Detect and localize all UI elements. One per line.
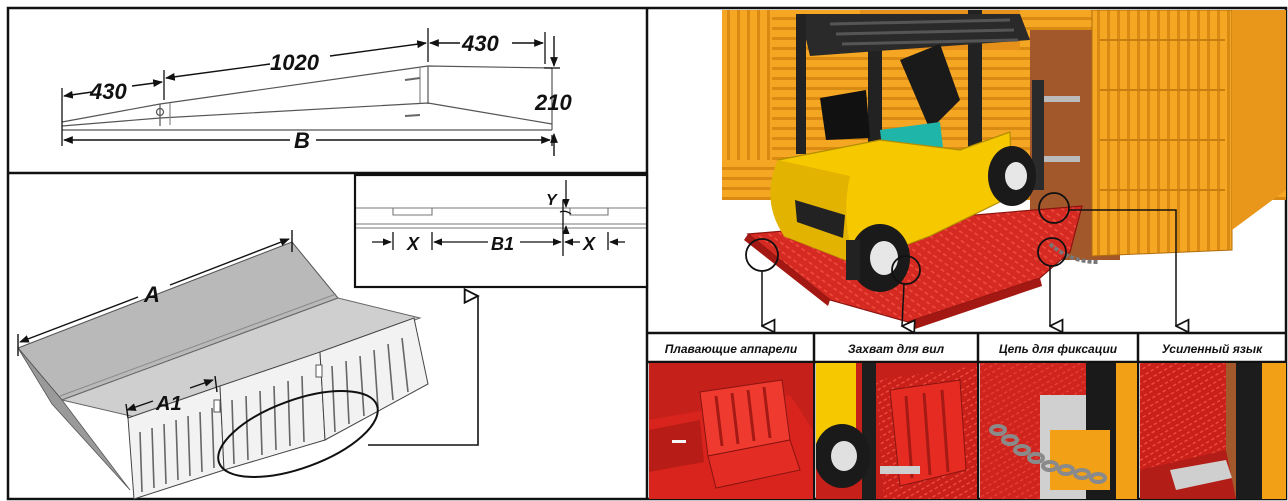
dim-side-total: B [294, 128, 310, 153]
feature-image-reinforced-tongue [1140, 363, 1286, 499]
dim-side-right: 430 [461, 31, 499, 56]
dim-detail-gap-left: X [406, 234, 420, 254]
feature-label-floating-lips: Плавающие аппарели [665, 342, 798, 356]
dim-detail-gap-right: X [582, 234, 596, 254]
feature-label-securing-chain: Цепь для фиксации [999, 342, 1118, 356]
feature-captions: Плавающие аппарели Захват для вил Цепь д… [665, 342, 1263, 356]
dim-side-middle: 1020 [270, 50, 320, 75]
dim-side-height: 210 [534, 90, 572, 115]
feature-callout-lines [762, 209, 1176, 326]
dim-side-left: 430 [89, 79, 127, 104]
dim-iso-length: A [143, 282, 160, 307]
dim-iso-segment: A1 [155, 393, 182, 415]
iso-ramp-drawing: A A1 [17, 230, 429, 500]
dim-detail-middle: B1 [491, 234, 514, 254]
feature-image-fork-pockets [816, 363, 977, 499]
dim-detail-offset: Y [546, 192, 558, 209]
forklift-illustration [722, 10, 1286, 330]
feature-image-floating-lips [649, 363, 813, 499]
callout-connector [368, 296, 478, 446]
feature-image-securing-chain [980, 363, 1137, 499]
side-view-drawing: 430 1020 430 210 B [61, 28, 572, 156]
feature-label-reinforced-tongue: Усиленный язык [1162, 342, 1263, 356]
detail-inset: X B1 X Y [353, 173, 649, 289]
feature-label-fork-pockets: Захват для вил [848, 342, 945, 356]
